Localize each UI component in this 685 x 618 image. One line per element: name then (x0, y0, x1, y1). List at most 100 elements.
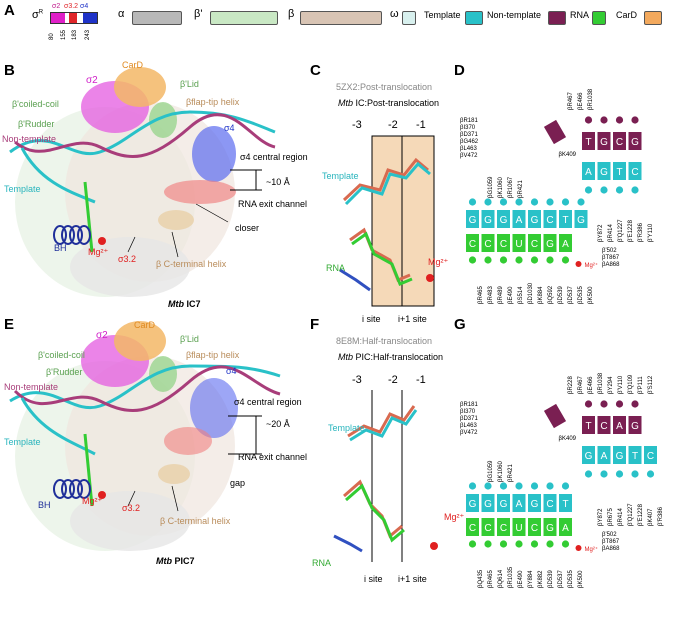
template-top-base (644, 446, 657, 464)
template-top-base-letter: T (632, 451, 638, 462)
nontemplate-base-letter: G (631, 137, 639, 148)
panel-letter-c: C (310, 62, 321, 79)
template-base (574, 210, 588, 228)
residue-label: βL463 (460, 423, 477, 429)
rna-base (497, 518, 510, 536)
residue-label: βR181 (460, 118, 478, 124)
e-bflap-label: βflap-tip helix (186, 350, 240, 360)
e-bct-label: β C-terminal helix (160, 516, 231, 526)
b-caption: Mtb IC7 (168, 299, 201, 309)
rna-bead (499, 256, 508, 264)
panel-letter-e: E (4, 316, 15, 333)
residue-label: β'502 (602, 248, 617, 254)
mg-ion (575, 545, 582, 551)
nontemplate-base (582, 416, 595, 434)
residue-label: βE490 (518, 570, 524, 588)
nontemplate-base (613, 416, 626, 434)
panel-letter-g: G (454, 316, 466, 333)
b-mg-label: Mg²⁺ (88, 247, 109, 257)
residue-label: βD371 (460, 416, 478, 422)
nontemplate-bead (615, 116, 624, 124)
sigma-tick: 243 (85, 29, 91, 40)
template-bead (515, 198, 523, 206)
template-top-bead (600, 186, 608, 194)
b-sigma32-label: σ3.2 (118, 254, 137, 264)
rna-base-letter: C (531, 523, 538, 534)
card-label: CarD (616, 10, 638, 20)
residue-label: βY872 (598, 508, 604, 526)
rna-bead (468, 256, 477, 264)
template-top-base-letter: C (631, 167, 638, 178)
c-pos-minus1: -1 (416, 119, 426, 131)
panel-letter-b: B (4, 62, 15, 79)
template-bead (515, 482, 523, 490)
nontemplate-base-letter: A (616, 421, 623, 432)
template-base-letter: T (562, 499, 568, 510)
card-swatch (644, 11, 662, 25)
b-blid-label: β'Lid (180, 79, 199, 89)
c-mg-label: Mg²⁺ (428, 257, 449, 267)
rna-base (528, 234, 541, 252)
rna-base-letter: C (531, 239, 538, 250)
residue-label: βD535 (568, 570, 574, 588)
panel-b-structure (9, 67, 276, 297)
template-top-bead (631, 186, 639, 194)
b-bh-label: BH (54, 243, 67, 253)
residue-label: βK409 (559, 436, 577, 442)
beta-prime-label: β' (194, 8, 203, 20)
nontemplate-base-letter: T (585, 421, 591, 432)
nontemplate-base-letter: C (616, 137, 623, 148)
residue-label: β'E1228 (628, 219, 634, 242)
rna-base (559, 518, 572, 536)
e-card-label: CarD (134, 320, 156, 330)
sigma-tick: 155 (61, 29, 67, 40)
nontemplate-base (628, 132, 642, 150)
residue-label: β'V110 (618, 375, 624, 394)
template-bead (577, 198, 585, 206)
rna-base-letter: C (484, 523, 491, 534)
residue-label: βK500 (588, 286, 594, 304)
b-sigma2-label: σ2 (86, 75, 98, 86)
e-gap-label: gap (230, 478, 246, 488)
residue-label: βD539 (558, 286, 564, 304)
template-base-letter: G (484, 499, 492, 510)
e-mg-label: Mg²⁺ (82, 496, 103, 506)
template-top-base (613, 162, 626, 180)
template-base (528, 494, 541, 512)
template-base-letter: G (531, 215, 539, 226)
template-top-bead (615, 186, 624, 194)
e-bh-label: BH (38, 500, 51, 510)
mg-label: Mg²⁺ (585, 546, 599, 553)
rna-bead (530, 540, 539, 548)
f-nucleotide-view (333, 390, 438, 562)
residue-label: β'P111 (638, 376, 644, 394)
residue-label: βI370 (460, 409, 476, 415)
nontemplate-bead (615, 400, 624, 408)
rna-base-letter: C (484, 239, 491, 250)
c-rna-label: RNA (326, 263, 346, 273)
f-pos-minus2: -2 (388, 374, 398, 386)
residue-label: βY884 (528, 570, 534, 588)
residue-label: βL463 (460, 146, 477, 152)
nontemplate-base-letter: C (600, 421, 607, 432)
residue-label: βR465 (488, 570, 494, 588)
residue-label: βR1038 (588, 88, 594, 110)
rna-bead (515, 256, 523, 264)
template-base-letter: G (469, 499, 477, 510)
rna-base (543, 518, 557, 536)
mg-label: Mg²⁺ (585, 262, 599, 269)
panel-letter-d: D (454, 62, 465, 79)
rna-base (481, 234, 495, 252)
residue-label: βT867 (602, 539, 620, 545)
b-distance-label: ~10 Å (266, 177, 290, 187)
e-central-label: σ4 central region (234, 397, 302, 407)
flipped-base (543, 403, 567, 429)
c-i1site-label: i+1 site (398, 314, 427, 324)
template-bead (561, 198, 570, 206)
template-base (528, 210, 541, 228)
f-pos-minus1: -1 (416, 374, 426, 386)
e-distance-label: ~20 Å (266, 419, 290, 429)
rna-base (512, 518, 526, 536)
template-base (559, 494, 572, 512)
residue-label: βD535 (578, 286, 584, 304)
